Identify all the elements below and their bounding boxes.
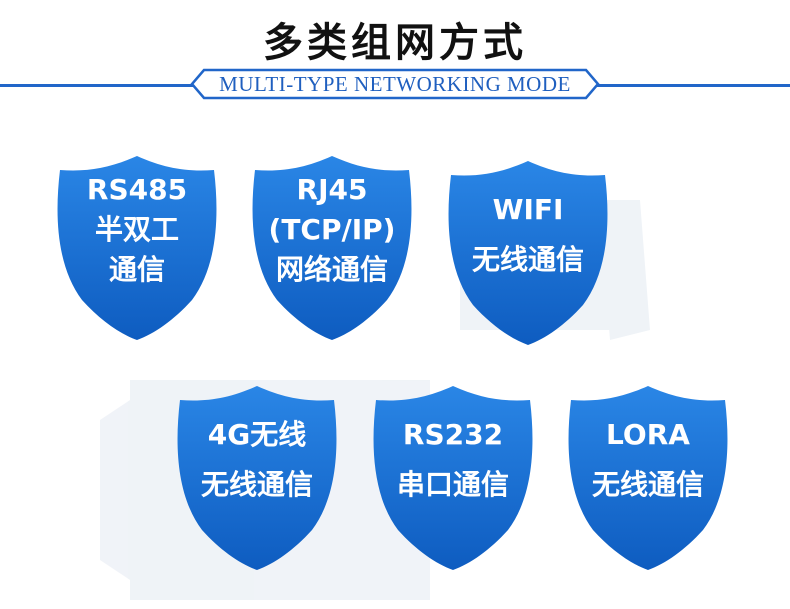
shield-icon (177, 386, 337, 570)
mode-name: RS485 (86, 173, 188, 206)
subtitle-banner: MULTI-TYPE NETWORKING MODE (190, 68, 600, 100)
mode-name: LORA (606, 418, 690, 451)
mode-desc-1: 无线通信 (591, 468, 704, 501)
mode-desc-1: 半双工 (94, 213, 179, 246)
mode-name: RS232 (402, 418, 504, 451)
mode-badge-rj45: RJ45 (TCP/IP) 网络通信 (247, 150, 417, 340)
mode-desc-2: 通信 (108, 253, 165, 286)
page-subtitle: MULTI-TYPE NETWORKING MODE (219, 72, 571, 96)
mode-label: RJ45 (TCP/IP) 网络通信 (247, 150, 417, 310)
mode-name: WIFI (492, 193, 564, 226)
mode-label: RS232 串口通信 (368, 380, 538, 540)
header-divider-right (574, 84, 790, 87)
mode-desc-2: 网络通信 (275, 253, 388, 286)
mode-badge-rs485: RS485 半双工 通信 (52, 150, 222, 340)
mode-badge-wifi: WIFI 无线通信 (443, 155, 613, 345)
shield-icon (373, 386, 533, 570)
header-divider-left (0, 84, 215, 87)
mode-desc-1: 串口通信 (396, 468, 509, 501)
page-title: 多类组网方式 (263, 20, 527, 66)
mode-label: RS485 半双工 通信 (52, 150, 222, 310)
mode-label: LORA 无线通信 (563, 380, 733, 540)
shield-icon (568, 386, 728, 570)
mode-desc-1: 无线通信 (200, 468, 313, 501)
section-header: 多类组网方式 MULTI-TYPE NETWORKING MODE (0, 0, 790, 110)
mode-name: RJ45 (296, 173, 368, 206)
mode-desc-1: 无线通信 (471, 243, 584, 276)
mode-desc-1: (TCP/IP) (268, 213, 396, 246)
mode-badge-4g: 4G无线 无线通信 (172, 380, 342, 570)
shield-icon (448, 161, 608, 345)
shield-icon (57, 156, 217, 340)
mode-badge-lora: LORA 无线通信 (563, 380, 733, 570)
shield-icon (252, 156, 412, 340)
mode-label: WIFI 无线通信 (443, 155, 613, 315)
mode-label: 4G无线 无线通信 (172, 380, 342, 540)
mode-badge-rs232: RS232 串口通信 (368, 380, 538, 570)
mode-name: 4G无线 (207, 418, 307, 451)
